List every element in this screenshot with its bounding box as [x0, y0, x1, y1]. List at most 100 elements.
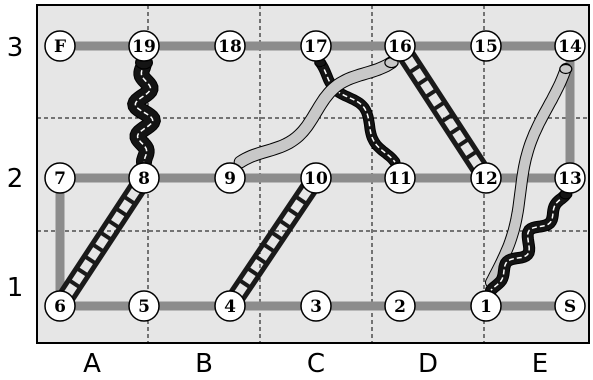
square-circle — [128, 290, 160, 322]
snake-pattern — [490, 193, 567, 291]
square-label: 19 — [132, 37, 156, 57]
square-8: 8 — [128, 162, 160, 194]
square-circle — [300, 162, 332, 194]
square-label: 4 — [224, 297, 236, 317]
ladder-rail — [410, 51, 488, 165]
snake-17-to-11 — [314, 57, 401, 168]
square-circle — [214, 290, 246, 322]
snake-pattern — [134, 62, 154, 163]
square-5: 5 — [128, 290, 160, 322]
square-label: 17 — [304, 37, 328, 57]
square-label: 12 — [474, 169, 498, 189]
column-label-A: A — [83, 349, 101, 379]
square-circle — [470, 162, 502, 194]
square-label: 10 — [304, 169, 328, 189]
square-4: 4 — [214, 290, 246, 322]
square-circle — [554, 290, 586, 322]
ladder-rung — [415, 75, 430, 87]
ladder-rung — [98, 230, 113, 242]
square-circle — [44, 162, 76, 194]
square-circle — [470, 30, 502, 62]
ladder-rung — [254, 254, 268, 266]
ladder-rung — [237, 278, 252, 290]
square-10: 10 — [300, 162, 332, 194]
ladder-rail — [58, 183, 134, 294]
square-circle — [128, 30, 160, 62]
ladder-rung — [424, 88, 438, 100]
column-label-D: D — [418, 349, 438, 379]
square-label: 3 — [310, 297, 322, 317]
square-11: 11 — [384, 162, 416, 194]
ladder-rung — [106, 218, 121, 230]
snake-body — [486, 64, 571, 288]
ladder-rung — [294, 194, 309, 206]
square-circle — [214, 30, 246, 62]
ladder-rung — [75, 266, 90, 278]
square-circle — [470, 290, 502, 322]
row-label-1: 1 — [7, 273, 24, 303]
square-label: 18 — [218, 37, 242, 57]
snake-head — [559, 63, 573, 75]
square-19: 19 — [128, 30, 160, 62]
square-circle — [554, 162, 586, 194]
square-14: 14 — [554, 30, 586, 62]
square-circle — [128, 162, 160, 194]
square-1: 1 — [470, 290, 502, 322]
square-7: 7 — [44, 162, 76, 194]
square-16: 16 — [384, 30, 416, 62]
snake-body — [234, 57, 397, 168]
square-circle — [384, 162, 416, 194]
ladder-rung — [122, 194, 137, 206]
ladder-rung — [407, 63, 422, 75]
column-label-C: C — [307, 349, 325, 379]
ladder-rung — [432, 100, 446, 112]
square-circle — [384, 290, 416, 322]
square-circle — [300, 30, 332, 62]
ladder-rung — [262, 242, 276, 254]
ladder-rung — [278, 218, 292, 230]
ladder-rung — [456, 137, 471, 149]
ladder-rail — [228, 182, 306, 294]
column-label-E: E — [532, 349, 548, 379]
square-17: 17 — [300, 30, 332, 62]
ladder-6-to-8 — [58, 183, 146, 301]
ladder-rung — [67, 278, 82, 290]
square-label: 16 — [388, 37, 412, 57]
square-label: 8 — [138, 169, 150, 189]
square-label: S — [564, 297, 576, 317]
square-circle — [44, 30, 76, 62]
ladder-rung — [448, 124, 462, 136]
square-6: 6 — [44, 290, 76, 322]
snakes — [127, 54, 573, 297]
square-label: 13 — [558, 169, 582, 189]
square-circle — [554, 30, 586, 62]
square-label: 14 — [558, 37, 582, 57]
ladder-rung — [440, 112, 454, 124]
square-12: 12 — [470, 162, 502, 194]
snake-19-to-8 — [127, 54, 161, 171]
square-18: 18 — [214, 30, 246, 62]
column-label-B: B — [195, 349, 213, 379]
ladder-rail — [240, 190, 318, 302]
square-15: 15 — [470, 30, 502, 62]
square-F: F — [44, 30, 76, 62]
ladder-rail — [398, 59, 476, 173]
ladder-rung — [464, 149, 479, 161]
snake-pattern — [319, 62, 396, 163]
ladders — [58, 51, 488, 302]
square-label: 5 — [138, 297, 150, 317]
square-circle — [384, 30, 416, 62]
square-13: 13 — [554, 162, 586, 194]
square-circle — [300, 290, 332, 322]
ladder-rung — [286, 206, 300, 218]
square-circle — [44, 290, 76, 322]
square-label: 2 — [394, 297, 406, 317]
ladder-rung — [83, 254, 98, 266]
ladder-rung — [270, 230, 284, 242]
ladder-4-to-10 — [228, 182, 318, 302]
square-2: 2 — [384, 290, 416, 322]
snake-14-to-1 — [485, 63, 573, 289]
